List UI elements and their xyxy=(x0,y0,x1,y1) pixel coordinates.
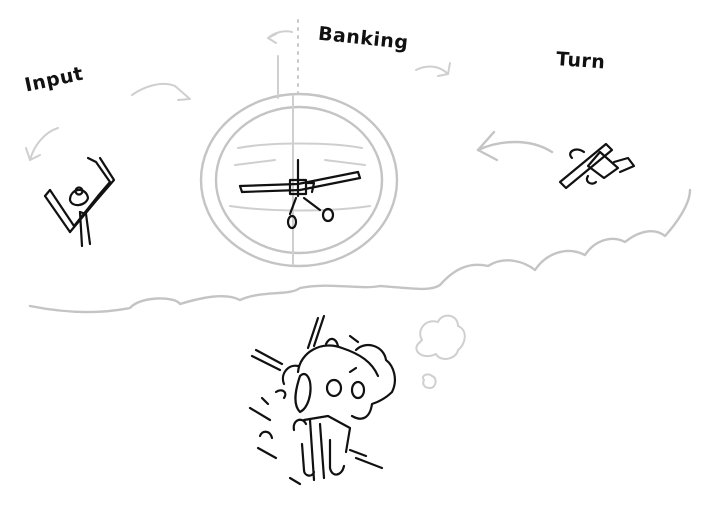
caption-input: Input xyxy=(23,63,86,97)
input-label: Input xyxy=(23,63,86,97)
thought-cloud-outline xyxy=(28,62,692,314)
pilot-in-cockpit-icon xyxy=(248,314,396,486)
turn-label: Turn xyxy=(555,48,606,73)
caption-turn: Turn xyxy=(555,48,606,73)
attitude-indicator xyxy=(199,19,399,268)
banking-label: Banking xyxy=(317,23,409,54)
cloud-icon xyxy=(415,314,466,389)
control-yoke-icon xyxy=(25,127,116,248)
banking-airplane-icon xyxy=(238,158,362,230)
caption-banking: Banking xyxy=(317,23,409,54)
turning-airplane-icon xyxy=(476,130,636,190)
